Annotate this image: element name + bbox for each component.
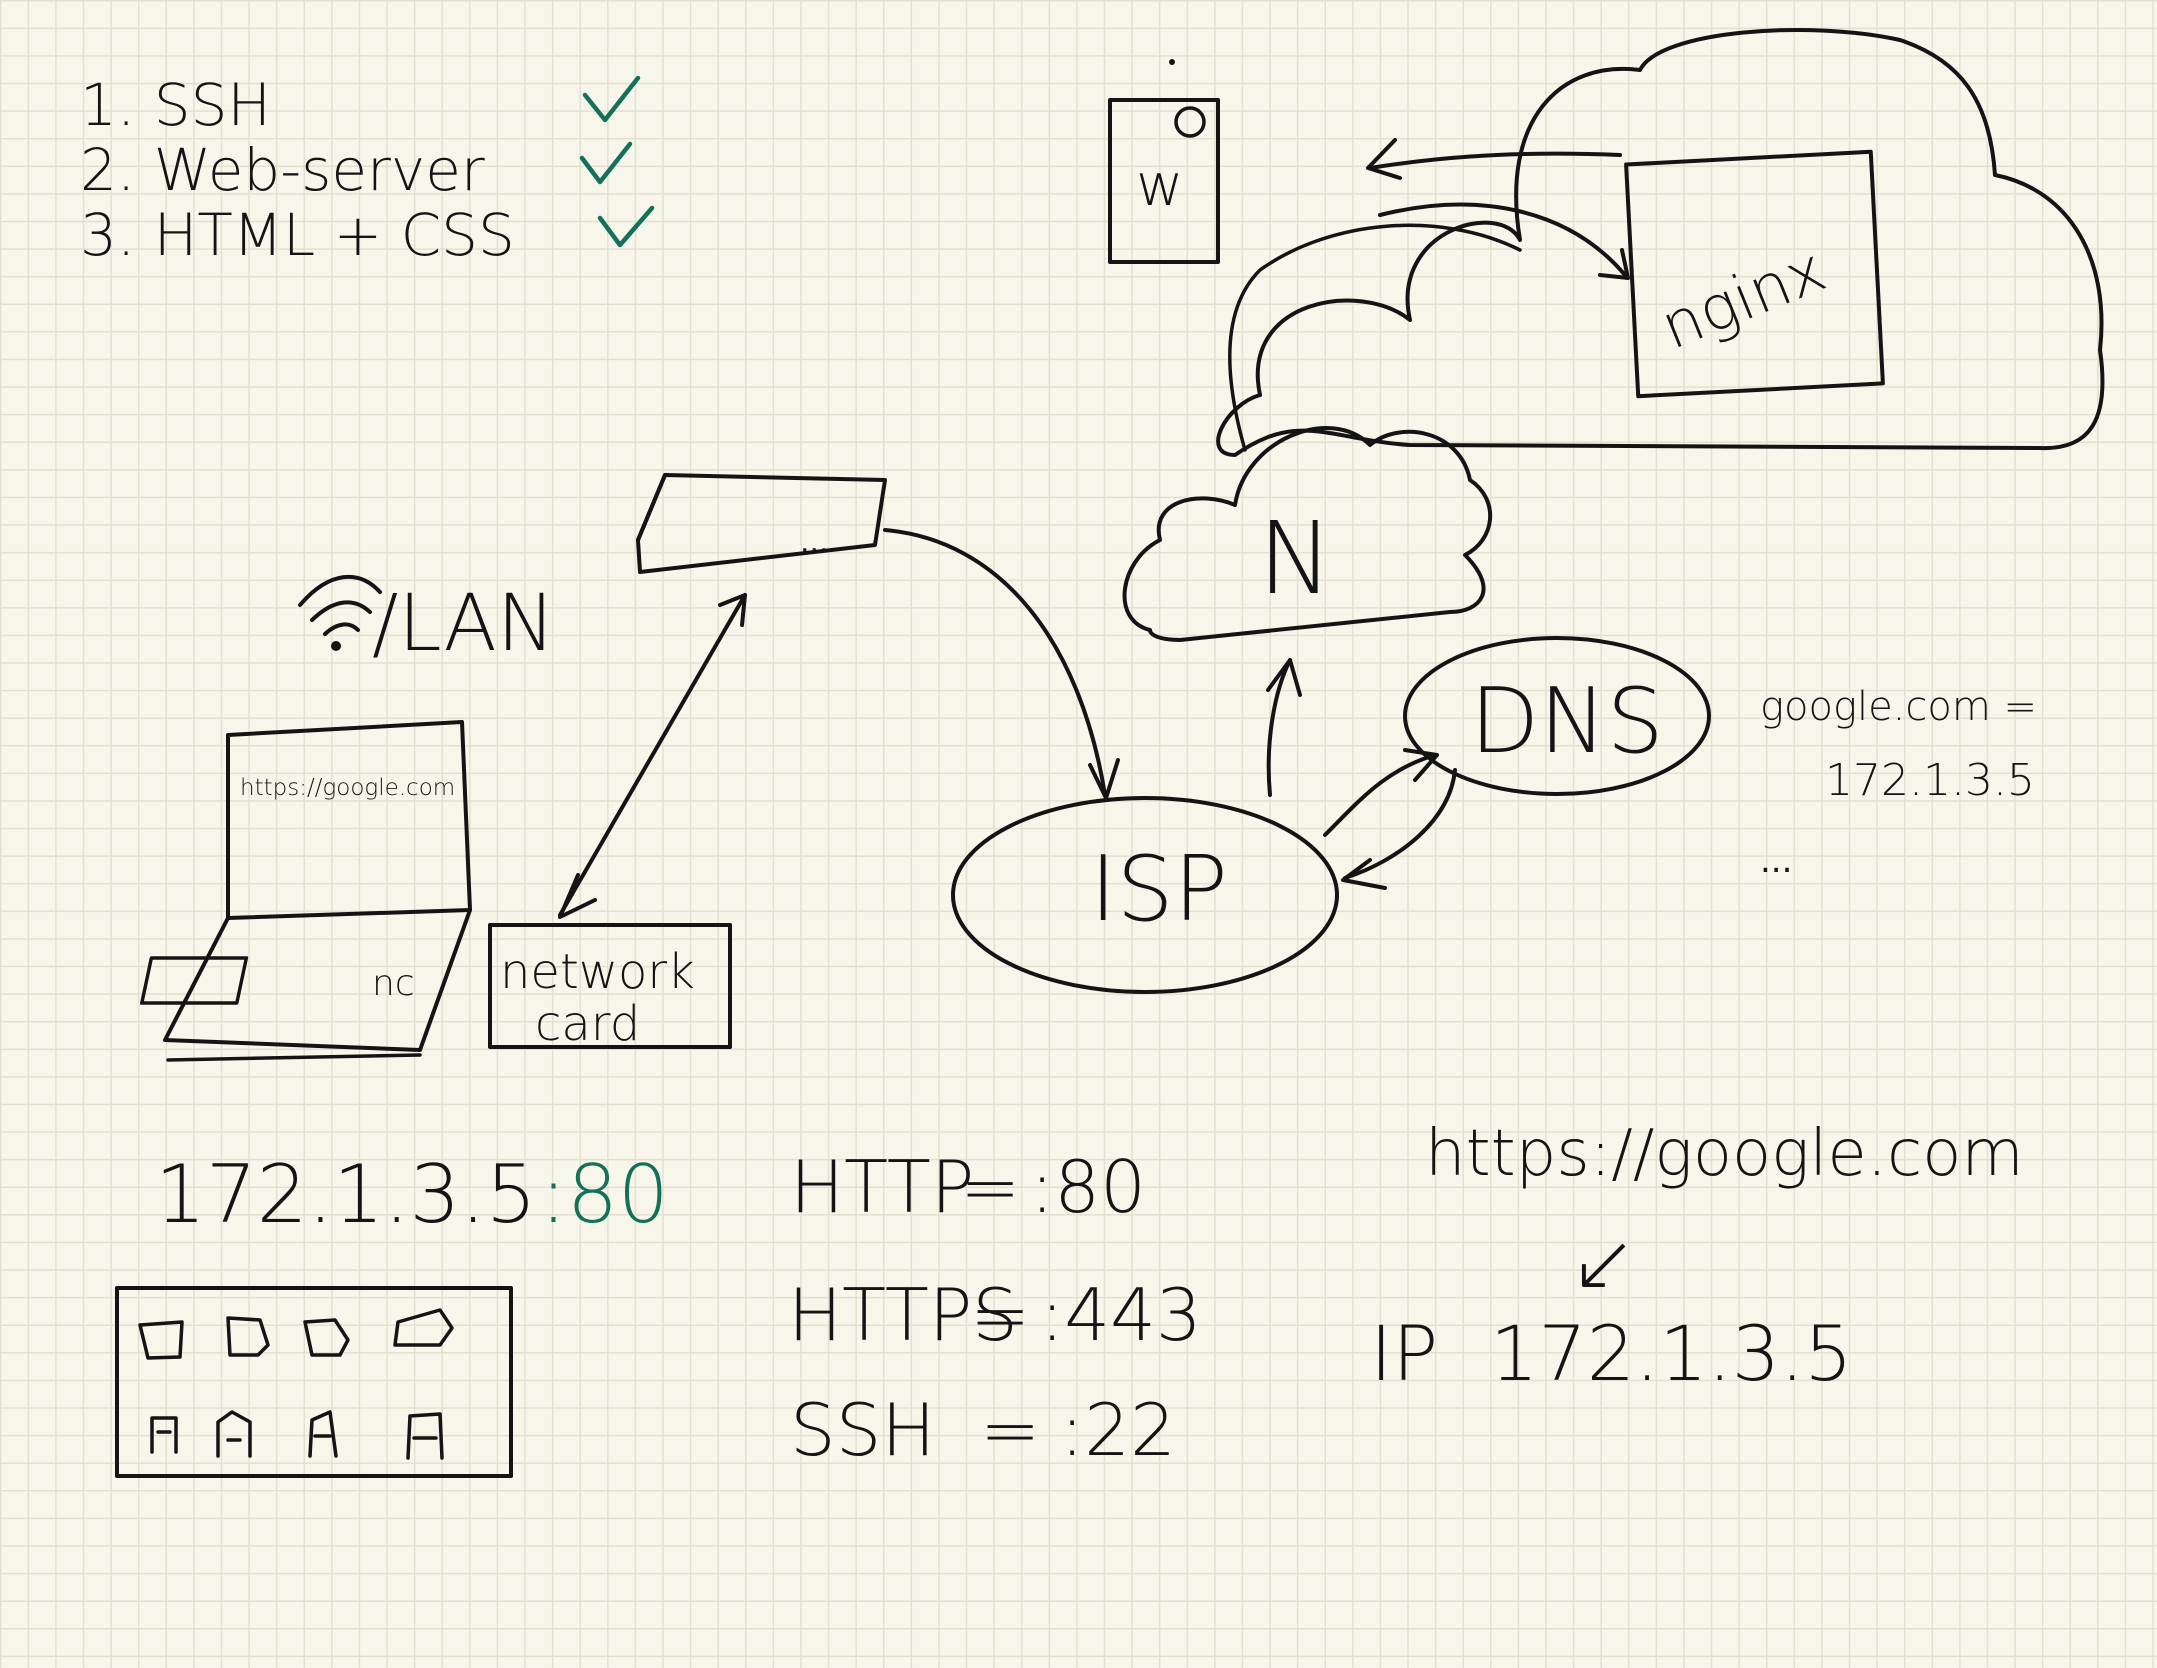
port-protocol-https: HTTPS xyxy=(788,1273,1018,1357)
url-resolution: https://google.com ↙ IP 172.1.3.5 xyxy=(1370,1117,2024,1398)
ports-list: HTTP = :80 HTTPS = :443 SSH = :22 xyxy=(788,1145,1202,1472)
port-slot-icon xyxy=(406,1412,444,1460)
wifi-lan-label: /LAN xyxy=(372,579,555,669)
arrow-head-icon xyxy=(1266,658,1302,697)
nc-router-arrow xyxy=(558,593,747,917)
checklist-item-web-server: 2. Web-server xyxy=(80,136,485,204)
arrow-head-icon xyxy=(558,873,597,919)
isp-label: ISP xyxy=(1090,837,1228,942)
arrow-head-icon xyxy=(1341,858,1387,890)
port-protocol-ssh: SSH xyxy=(790,1388,936,1472)
ports-top-row xyxy=(138,1308,454,1360)
cloud-inner-curve xyxy=(1228,223,1522,452)
laptop-base xyxy=(163,908,472,1052)
ports-box-outline xyxy=(115,1286,513,1478)
nginx-box xyxy=(1624,149,1885,399)
isp-internet-arrow xyxy=(1266,658,1292,797)
dns-ellipse xyxy=(1403,636,1711,796)
internet-label: N xyxy=(1258,500,1333,617)
port-slot-icon xyxy=(303,1318,350,1357)
router-edge xyxy=(636,473,667,542)
arrow-head-icon xyxy=(1366,138,1402,180)
laptop: https://google.com nc xyxy=(140,720,472,1062)
check-icon xyxy=(597,205,655,248)
cloud-outline xyxy=(1122,426,1493,642)
dns: DNS xyxy=(1403,636,1711,796)
dns-table: google.com = 172.1.3.5 ... xyxy=(1760,684,2037,881)
address: 172.1.3.5 :80 xyxy=(155,1148,669,1241)
port-eq: = xyxy=(980,1388,1040,1472)
port-number-ssh: :22 xyxy=(1060,1388,1176,1472)
wifi-icon xyxy=(298,574,382,651)
nginx-label: nginx xyxy=(1651,232,1836,363)
internet-cloud: N xyxy=(1122,426,1493,642)
resolution-ip: 172.1.3.5 xyxy=(1490,1309,1853,1398)
address-ip: 172.1.3.5 xyxy=(155,1148,537,1241)
laptop-screen xyxy=(226,720,472,920)
port-eq: = xyxy=(970,1273,1030,1357)
wifi-lan: /LAN xyxy=(298,574,555,669)
dns-isp-arrow xyxy=(1343,768,1457,880)
isp: ISP xyxy=(951,796,1339,994)
port-slot-icon xyxy=(150,1416,178,1454)
checklist: 1. SSH 2. Web-server 3. HTML + CSS xyxy=(80,71,655,269)
server-rect xyxy=(1108,98,1220,264)
checklist-item-ssh: 1. SSH xyxy=(80,71,271,139)
network-card: network card xyxy=(488,923,732,1052)
network-card-label-line1: network xyxy=(500,944,695,1000)
arrow-head-icon xyxy=(1598,248,1630,280)
checklist-item-html-css: 3. HTML + CSS xyxy=(80,201,515,269)
port-slot-icon xyxy=(308,1410,338,1458)
port-protocol-http: HTTP xyxy=(790,1145,974,1229)
check-icon xyxy=(582,75,641,123)
laptop-nc-box xyxy=(140,956,249,1005)
isp-ellipse xyxy=(951,796,1339,994)
port-slot-icon xyxy=(216,1410,252,1458)
router-isp-arrow xyxy=(883,528,1107,797)
dns-table-more: ... xyxy=(1760,841,1792,881)
address-port: :80 xyxy=(540,1148,669,1241)
inner-arrow xyxy=(1378,202,1627,277)
port-slot-icon xyxy=(226,1316,270,1357)
router-dots: ... xyxy=(800,525,829,560)
cloud-outline xyxy=(1216,28,2105,457)
ports-bottom-row xyxy=(150,1410,444,1460)
laptop-nc-label: nc xyxy=(372,963,415,1004)
cloud-to-server-arrow xyxy=(1368,151,1622,170)
arrow-head-icon xyxy=(1403,748,1439,782)
port-slot-icon xyxy=(393,1308,454,1347)
server-box: w xyxy=(1108,59,1220,264)
network-card-box xyxy=(488,923,732,1049)
dns-label: DNS xyxy=(1470,669,1664,774)
server-indicator-icon xyxy=(1174,106,1206,138)
port-number-https: :443 xyxy=(1040,1273,1202,1357)
resolution-arrow-icon: ↙ xyxy=(1570,1216,1637,1309)
hosting-cloud: nginx xyxy=(1216,28,2105,457)
resolution-url: https://google.com xyxy=(1425,1117,2024,1191)
port-eq: = xyxy=(960,1145,1020,1229)
network-card-label-line2: card xyxy=(535,996,640,1052)
dns-table-entry: google.com = xyxy=(1760,684,2037,730)
arrow-head-icon xyxy=(718,593,747,627)
server-label: w xyxy=(1136,151,1183,219)
router-body xyxy=(636,473,887,574)
port-slot-icon xyxy=(138,1320,184,1360)
laptop-url: https://google.com xyxy=(240,775,455,801)
dns-table-ip: 172.1.3.5 xyxy=(1825,755,2035,806)
isp-dns-arrow xyxy=(1323,753,1437,837)
check-icon xyxy=(579,141,633,185)
ports-box xyxy=(115,1286,513,1478)
router: ... xyxy=(636,473,887,574)
port-number-http: :80 xyxy=(1030,1145,1146,1229)
resolution-ip-label: IP xyxy=(1370,1309,1438,1398)
laptop-base-edge xyxy=(166,1053,422,1062)
